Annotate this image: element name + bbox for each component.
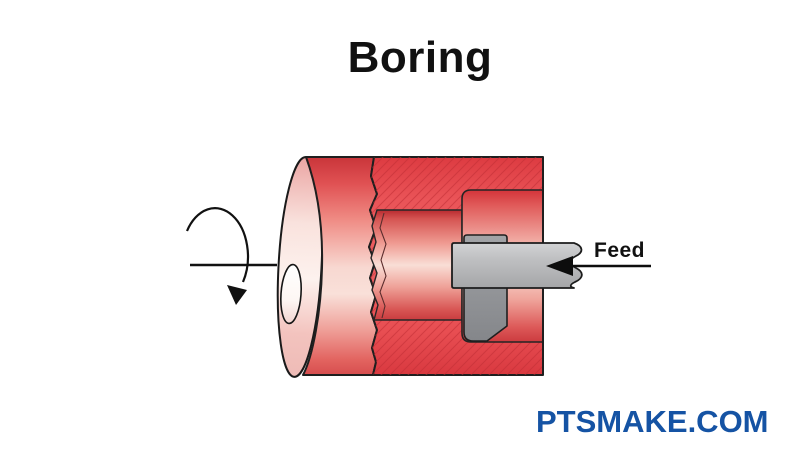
figure-title: Boring	[347, 33, 493, 82]
bore-hole-opening	[280, 263, 302, 325]
feed-arrow-icon	[546, 256, 651, 276]
bore-break-line	[379, 212, 387, 319]
feed-label: Feed	[594, 239, 646, 262]
rotation-arrow-icon	[185, 207, 250, 305]
watermark-text: PTSMAKE.COM	[536, 404, 769, 439]
boring-bar	[451, 242, 583, 289]
